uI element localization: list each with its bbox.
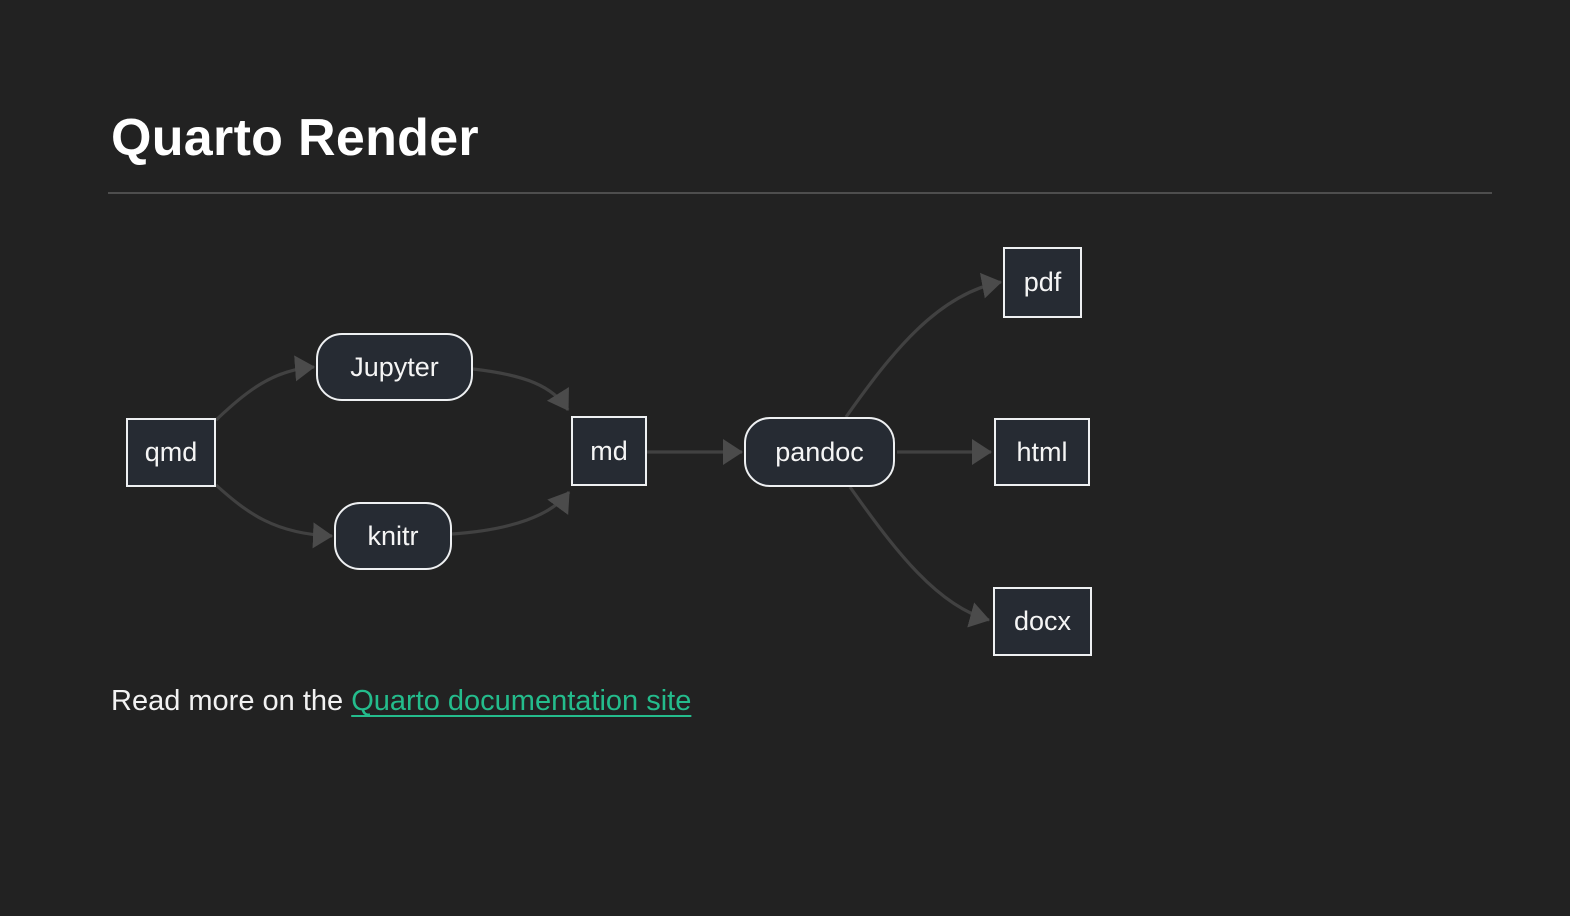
edge-knitr-md (451, 491, 571, 536)
flow-diagram: qmd Jupyter knitr md pandoc pdf html doc… (0, 220, 1570, 690)
quarto-documentation-link[interactable]: Quarto documentation site (351, 685, 692, 717)
diagram-edges (214, 272, 1002, 628)
read-more-text: Read more on the Quarto documentation si… (111, 681, 691, 722)
node-knitr: knitr (334, 502, 452, 570)
edge-jupyter-md (472, 367, 570, 411)
title-divider (108, 192, 1492, 194)
edge-qmd-jupyter (214, 355, 315, 422)
node-pdf: pdf (1003, 247, 1082, 318)
edge-pandoc-pdf (844, 272, 1002, 418)
read-more-prefix: Read more on the (111, 685, 352, 717)
node-jupyter: Jupyter (316, 333, 473, 401)
node-docx: docx (993, 587, 1092, 656)
node-pandoc: pandoc (744, 417, 895, 487)
page-title: Quarto Render (111, 109, 479, 167)
node-qmd: qmd (126, 418, 216, 487)
node-md: md (571, 416, 647, 486)
edge-pandoc-docx (848, 486, 990, 628)
edge-qmd-knitr (214, 483, 333, 549)
node-html: html (994, 418, 1090, 486)
